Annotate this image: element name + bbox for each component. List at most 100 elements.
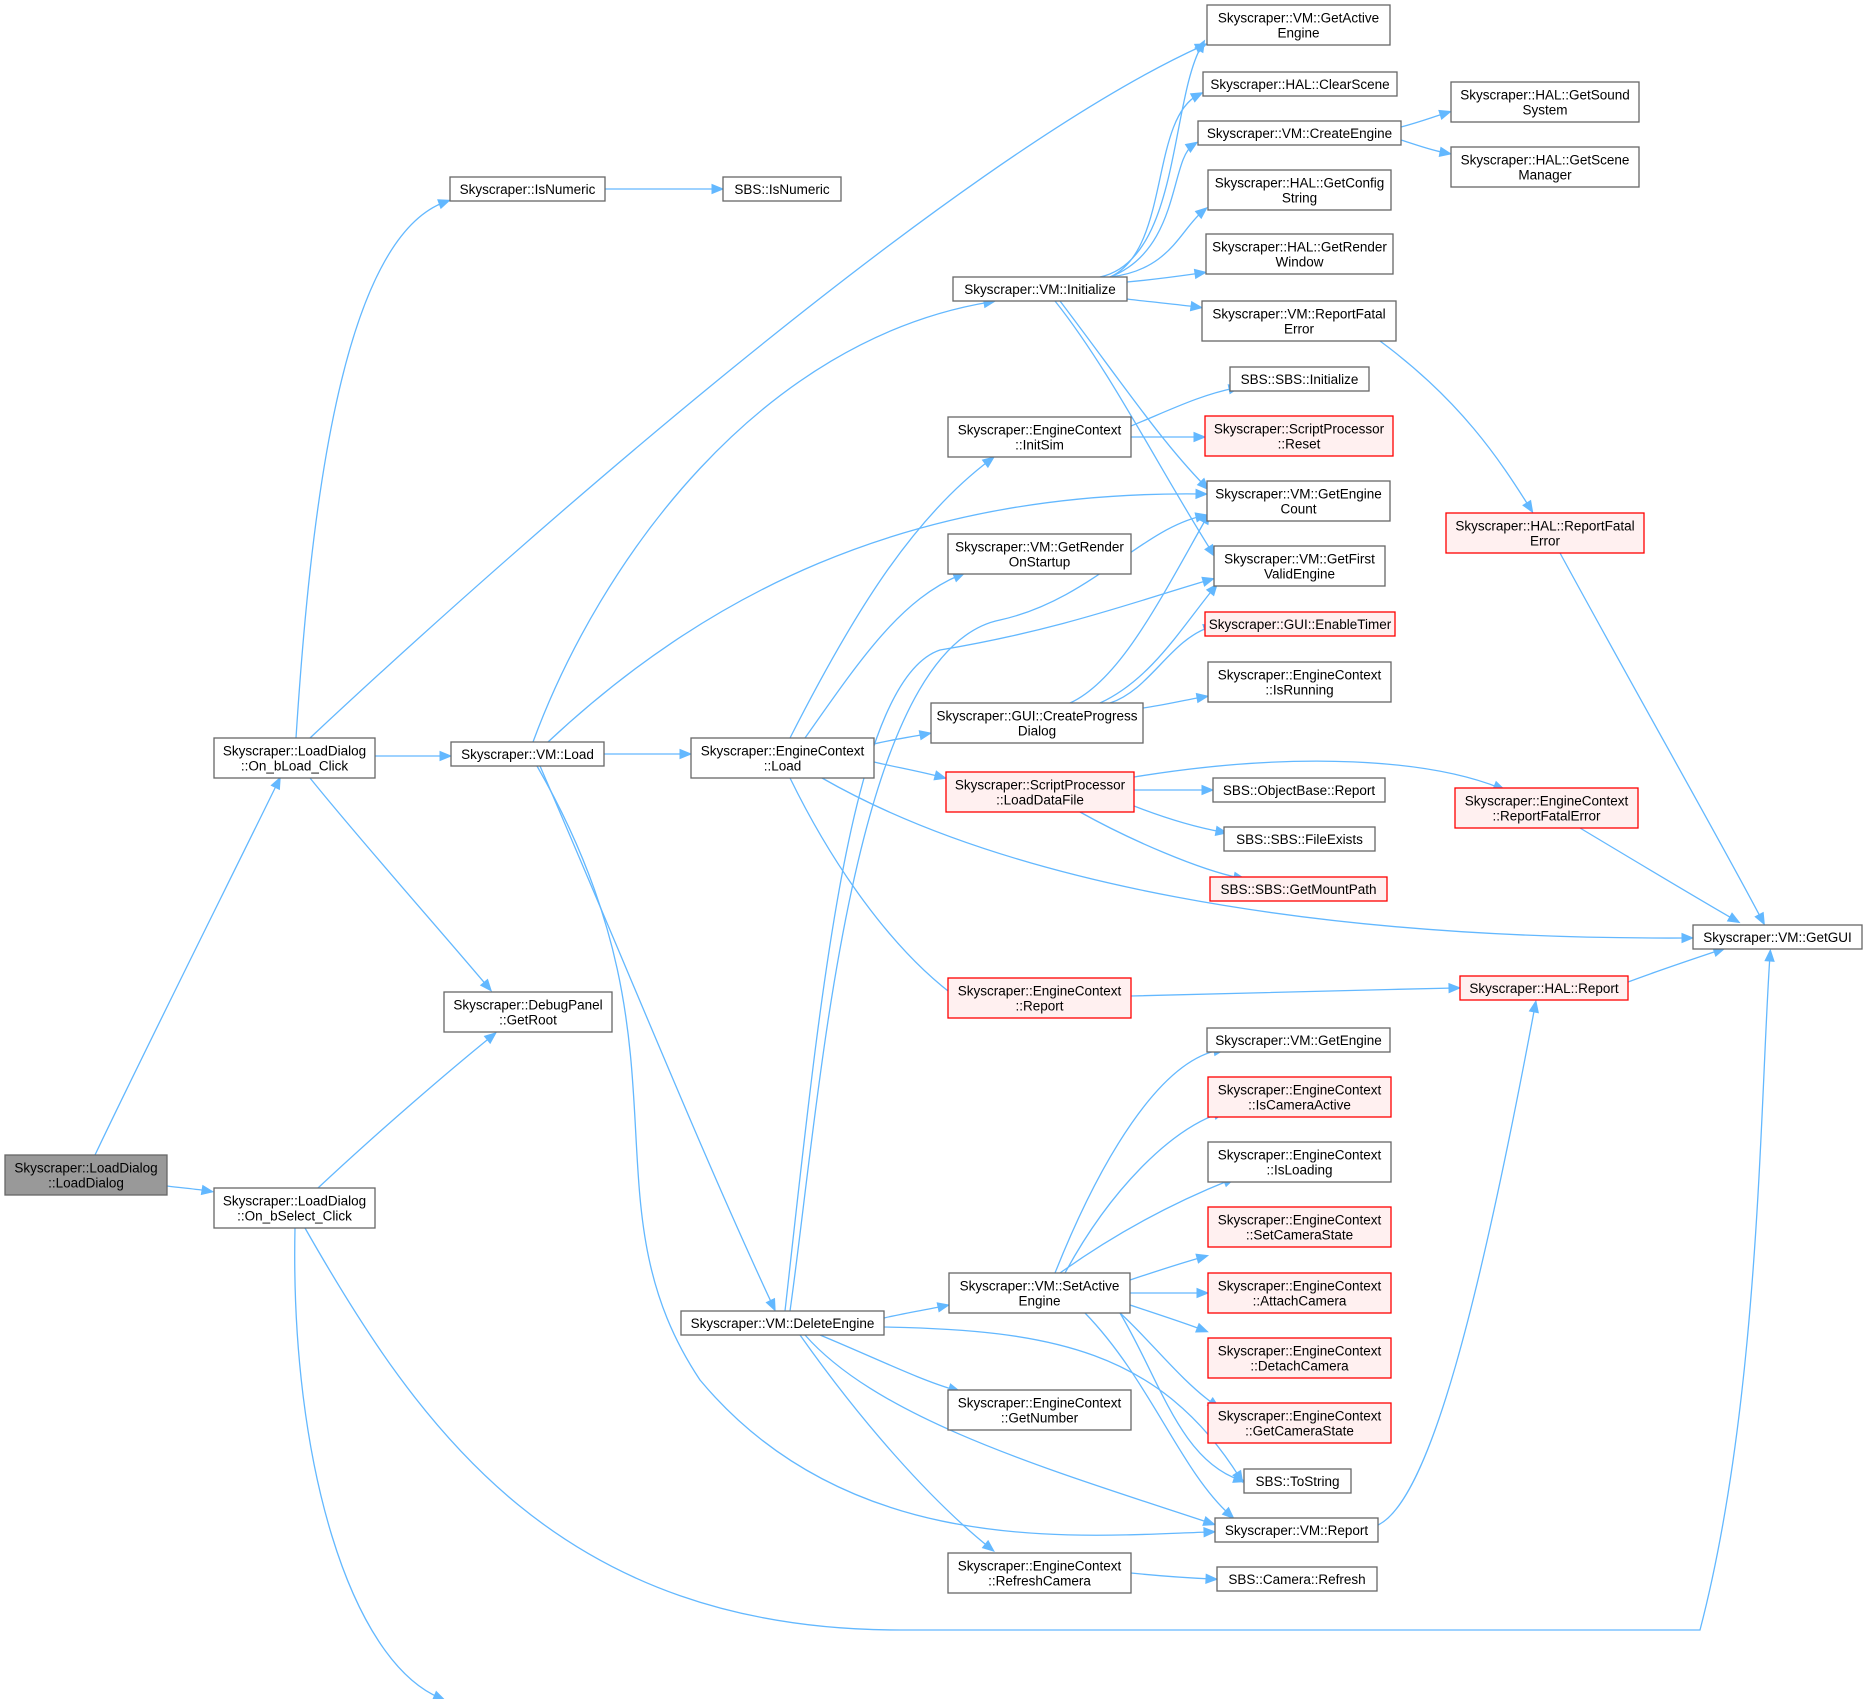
node-getgui[interactable]: Skyscraper::VM::GetGUI: [1692, 924, 1863, 950]
node-box: [1450, 146, 1640, 188]
node-setcamerastate[interactable]: Skyscraper::EngineContext::SetCameraStat…: [1207, 1206, 1392, 1248]
node-detachcamera[interactable]: Skyscraper::EngineContext::DetachCamera: [1207, 1337, 1392, 1379]
node-box: [952, 276, 1128, 302]
node-box: [1207, 661, 1392, 703]
node-label-line: ::IsRunning: [1265, 683, 1333, 698]
node-label-line: Skyscraper::VM::GetActive: [1218, 11, 1379, 26]
node-label-line: Skyscraper::VM::Initialize: [964, 282, 1116, 297]
edge-arrowhead: [918, 730, 933, 741]
node-getnumber[interactable]: Skyscraper::EngineContext::GetNumber: [947, 1389, 1132, 1431]
node-enabletimer[interactable]: Skyscraper::GUI::EnableTimer: [1204, 611, 1396, 637]
edge-line: [1579, 827, 1736, 921]
edge-line: [1109, 144, 1194, 278]
node-label-line: ::IsCameraActive: [1248, 1098, 1351, 1113]
edge-loaddialog-to-onbselect: [166, 1184, 215, 1196]
edge-arrowhead: [1438, 109, 1453, 120]
edge-line: [1099, 44, 1203, 278]
edge-vmreportfatal-to-halreportfatal: [1379, 340, 1534, 514]
node-halreportfatal[interactable]: Skyscraper::HAL::ReportFatalError: [1445, 512, 1645, 554]
node-label-line: Skyscraper::HAL::GetConfig: [1215, 176, 1385, 191]
node-iscameraactive[interactable]: Skyscraper::EngineContext::IsCameraActiv…: [1207, 1076, 1392, 1118]
edge-createprogress-to-getfirstvalid: [1099, 583, 1218, 704]
node-box: [1207, 1337, 1392, 1379]
edge-vmload-to-ecload: [604, 748, 693, 760]
node-label-line: SBS::SBS::GetMountPath: [1220, 882, 1376, 897]
edge-line: [547, 493, 1203, 743]
node-refreshcamera[interactable]: Skyscraper::EngineContext::RefreshCamera: [947, 1552, 1132, 1594]
node-ecreportfatal[interactable]: Skyscraper::EngineContext::ReportFatalEr…: [1454, 787, 1639, 829]
node-loaddatafile[interactable]: Skyscraper::ScriptProcessor::LoadDataFil…: [945, 771, 1135, 813]
edge-line: [294, 1227, 441, 1699]
node-box: [1207, 1076, 1392, 1118]
edge-onbselect-to-selectbuilding: [294, 1227, 445, 1699]
node-label-line: Skyscraper::EngineContext: [701, 744, 865, 759]
node-tostring[interactable]: SBS::ToString: [1243, 1468, 1352, 1494]
node-sbsinitialize[interactable]: SBS::SBS::Initialize: [1229, 366, 1370, 392]
edge-line: [1109, 94, 1199, 278]
node-vmgetengine[interactable]: Skyscraper::VM::GetEngine: [1206, 1027, 1391, 1053]
edge-arrowhead: [1194, 39, 1206, 54]
node-objreport[interactable]: SBS::ObjectBase::Report: [1212, 777, 1386, 803]
node-vmreportfatal[interactable]: Skyscraper::VM::ReportFatalError: [1201, 300, 1397, 342]
node-spreset[interactable]: Skyscraper::ScriptProcessor::Reset: [1204, 415, 1394, 457]
edge-arrowhead: [479, 978, 493, 992]
edge-initialize-to-vmreportfatal: [1126, 298, 1204, 312]
node-label-line: Skyscraper::VM::GetRender: [955, 540, 1124, 555]
node-ecreport[interactable]: Skyscraper::EngineContext::Report: [947, 977, 1132, 1019]
node-getmountpath[interactable]: SBS::SBS::GetMountPath: [1209, 876, 1388, 902]
node-label-line: Skyscraper::EngineContext: [1218, 1213, 1382, 1228]
node-onbload[interactable]: Skyscraper::LoadDialog::On_bLoad_Click: [213, 737, 376, 779]
edge-arrowhead: [483, 1032, 497, 1045]
node-getroot[interactable]: Skyscraper::DebugPanel::GetRoot: [443, 991, 613, 1033]
node-clearscene[interactable]: Skyscraper::HAL::ClearScene: [1202, 71, 1398, 97]
edge-ecload-to-getgui: [821, 777, 1695, 944]
node-label-line: Manager: [1518, 168, 1572, 183]
node-box: [1206, 480, 1391, 522]
node-label-line: SBS::SBS::Initialize: [1241, 372, 1359, 387]
node-label-line: Engine: [1018, 1294, 1060, 1309]
edge-onbselect-to-getgui: [304, 948, 1775, 1631]
node-halreport[interactable]: Skyscraper::HAL::Report: [1459, 975, 1629, 1001]
edge-line: [295, 201, 446, 739]
node-vmreport[interactable]: Skyscraper::VM::Report: [1214, 1517, 1379, 1543]
node-label-line: Skyscraper::DebugPanel: [453, 998, 602, 1013]
node-loaddialog[interactable]: Skyscraper::LoadDialog::LoadDialog: [4, 1154, 168, 1196]
node-box: [213, 1187, 376, 1229]
node-initialize[interactable]: Skyscraper::VM::Initialize: [952, 276, 1128, 302]
edge-loaddatafile-to-fileexists: [1133, 805, 1229, 836]
node-label-line: Skyscraper::HAL::GetRender: [1212, 240, 1387, 255]
node-deleteengine[interactable]: Skyscraper::VM::DeleteEngine: [680, 1310, 885, 1336]
node-box: [930, 702, 1144, 744]
node-box: [1207, 1141, 1392, 1183]
node-vmload[interactable]: Skyscraper::VM::Load: [450, 741, 605, 767]
edge-line: [1133, 805, 1223, 833]
node-isnumeric[interactable]: Skyscraper::IsNumeric: [449, 176, 606, 202]
node-fileexists[interactable]: SBS::SBS::FileExists: [1223, 826, 1376, 852]
node-onbselect[interactable]: Skyscraper::LoadDialog::On_bSelect_Click: [213, 1187, 376, 1229]
node-ecload[interactable]: Skyscraper::EngineContext::Load: [690, 737, 875, 779]
node-box: [1243, 1468, 1352, 1494]
edge-setactive-to-attachcamera: [1130, 1287, 1210, 1299]
edge-line: [1109, 626, 1211, 704]
node-attachcamera[interactable]: Skyscraper::EngineContext::AttachCamera: [1207, 1272, 1392, 1314]
node-label-line: ::Report: [1015, 999, 1063, 1014]
node-sbsisnumeric[interactable]: SBS::IsNumeric: [722, 176, 842, 202]
node-label-line: Skyscraper::LoadDialog: [14, 1161, 157, 1176]
node-getcamerastate[interactable]: Skyscraper::EngineContext::GetCameraStat…: [1207, 1402, 1392, 1444]
node-isloading[interactable]: Skyscraper::EngineContext::IsLoading: [1207, 1141, 1392, 1183]
node-createengine[interactable]: Skyscraper::VM::CreateEngine: [1197, 120, 1402, 146]
node-initsim[interactable]: Skyscraper::EngineContext::InitSim: [947, 416, 1132, 458]
node-label-line: Skyscraper::GUI::EnableTimer: [1209, 617, 1392, 632]
node-camerarefresh[interactable]: SBS::Camera::Refresh: [1216, 1566, 1378, 1592]
node-isrunning[interactable]: Skyscraper::EngineContext::IsRunning: [1207, 661, 1392, 703]
